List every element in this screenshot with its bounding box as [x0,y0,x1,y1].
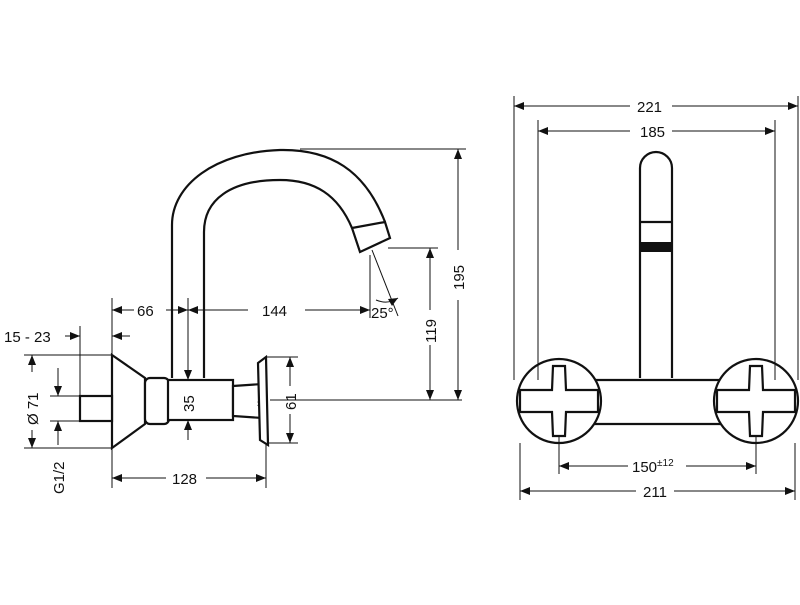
arrow-head [178,306,188,314]
spout-front [638,150,674,378]
dim-195: 195 [451,265,468,290]
arrow-head [388,298,398,306]
arrow-head [360,306,370,314]
aerator [640,242,672,252]
side-view: ↕ 15 - 23 66 144 25° [4,148,468,494]
dim-128: 128 [172,471,197,488]
dim-66: 66 [137,303,154,320]
arrow-head [112,306,122,314]
dim-144: 144 [262,303,287,320]
dim-185: 185 [640,124,665,141]
arrow-head [426,390,434,400]
arrow-head [184,370,192,380]
arrow-head [426,248,434,258]
arrow-head [286,357,294,367]
arrow-head [188,306,198,314]
dim-angle-25: 25° [371,305,394,322]
left-cross-handle [518,364,600,438]
arrow-head [538,127,548,135]
connector-nut [143,376,171,426]
arrow-head [514,102,524,110]
cross-handle-side [256,354,270,448]
arrow-head [54,421,62,431]
arrow-head [765,127,775,135]
dim-35: 35 [181,395,198,412]
angle-line [371,249,399,317]
arrow-head [112,474,122,482]
arrow-head [28,355,36,365]
wall-flange [110,352,147,451]
arrow-head [785,487,795,495]
arrow-head [184,420,192,430]
dim-thread-g12: G1/2 [51,461,68,494]
valve-body [166,378,235,422]
dim-61: 61 [283,393,300,410]
arrow-head [286,433,294,443]
dim-221: 221 [637,99,662,116]
spout-tip [350,220,392,254]
spout-outer [170,148,387,378]
arrow-head [28,438,36,448]
arrow-head [559,462,569,470]
arrow-head [788,102,798,110]
arrow-head [454,149,462,159]
arrow-head [54,386,62,396]
arrow-head [746,462,756,470]
arrow-head [70,332,80,340]
eccentric-connector [78,394,114,423]
arrow-head [256,474,266,482]
right-cross-handle [715,364,797,438]
dim-15-23: 15 - 23 [4,329,51,346]
arrow-head [520,487,530,495]
dim-211: 211 [643,484,667,501]
arrow-head [454,390,462,400]
dim-150-tolerance: ±12 [657,458,674,469]
dim-119: 119 [423,319,440,343]
flow-mark: ↕ [256,398,261,408]
dim-150: 150±12 [632,458,674,476]
spout-inner [202,178,354,378]
dim-dia-71: Ø 71 [25,392,42,425]
arrow-head [112,332,122,340]
front-view: 221 185 150±12 211 [513,96,800,501]
dim-150-value: 150 [632,459,657,476]
